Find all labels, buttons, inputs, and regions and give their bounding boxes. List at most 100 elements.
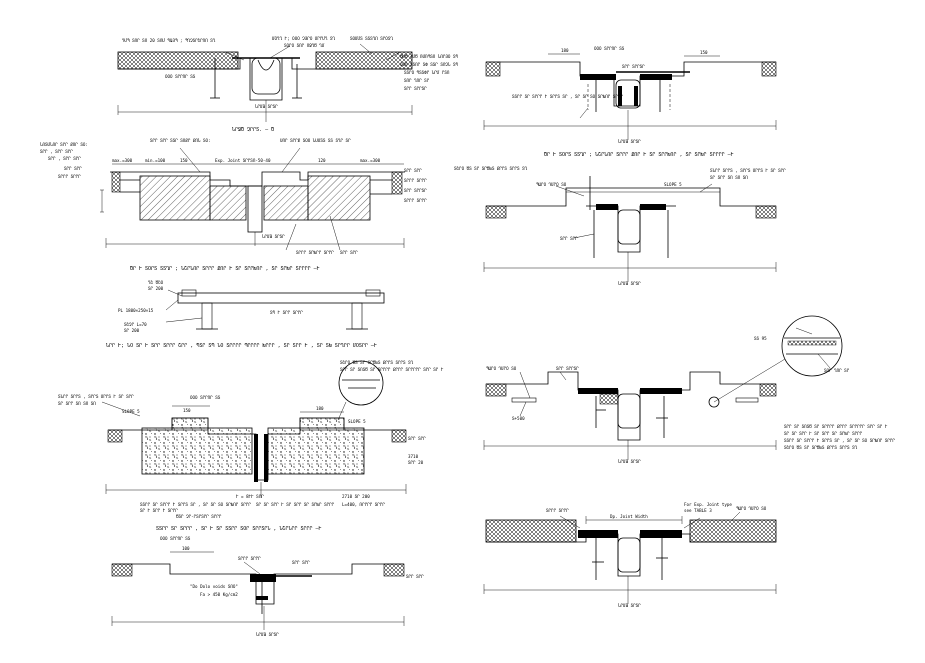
- detail-f-label-2: ՏՏՐՐ ՏՐ ՏՐՐՐ Ւ ՏՐՐՏ ՏՐ , ՏՐ ՏՐ ՏՕ ՏՐԽՈՐ …: [512, 94, 623, 99]
- detail-a-label-2: ՄՕՂՂ Ւ; ՕՕՕ ՉՅՐՕ ՄՐՐՄՂ ՏՂ: [272, 36, 336, 41]
- detail-e: [111, 551, 405, 630]
- detail-a-note-5: ՏՐՐ ՏՐՐՏՐ: [404, 86, 427, 91]
- detail-g: [483, 176, 777, 282]
- detail-f-label-1: ՕՕՕ ՏՐՐՈՐ ՏՏ: [594, 46, 625, 51]
- detail-b-label-3: ՏՐՐ ՏՐՐ ՏՏՐ ՏՈՔՐ ՔՈՆ ՏՕ:: [150, 138, 211, 143]
- detail-b-bottom-1: ՆՐՄՋ ՏՐՏՐ: [262, 234, 285, 239]
- detail-e-right: ՏՐՐ ՏՐՐ: [406, 574, 424, 579]
- detail-d-title: ՏՏՐՐ ՏՐ ՏՐՐՐ , ՏՐ Ւ ՏՐ ՏՏՐՐ ՏՕՐ ՏՐՐՏՐՆ ,…: [156, 526, 322, 532]
- detail-d-dim-150: 150: [183, 408, 191, 413]
- detail-d-dim-180: 180: [316, 406, 324, 411]
- detail-b-label-5: ՏՐՐ , ՏՐՐ ՏՐՐ: [48, 156, 81, 161]
- detail-f: [483, 53, 777, 140]
- detail-a-label-4: ՏՕՄՄՏ ՏՏՏՂՈ ՏՐՕՏՂ: [350, 36, 393, 41]
- detail-c-title: ՆՐՐ Ւ; ՆՕ ՏՐ Ւ ՏՐՐ ՏՐՐՐ ՇՐՐ , ՊՏՐ ՏՊ ՆՕ …: [106, 343, 377, 349]
- detail-b-bottom-2: ՏՐՐՐ ՏՐԽՐՐ ՏՐՐՐ: [296, 250, 334, 255]
- detail-c-stud-label: ՏՇՉՐ L=70: [124, 322, 147, 327]
- detail-a-note-3: ՏՏՐՕ ՊՏՏՓՐ ՆՐՄ ՐՏՈ: [404, 70, 450, 75]
- detail-b-dim-min: min.=100: [145, 158, 166, 163]
- detail-b-right-4: ՏՐՐՐ ՏՐՐՐ: [404, 198, 427, 203]
- detail-a-note-4: ՏՈՐ ՂՈՐ ՏՐ: [404, 78, 430, 83]
- detail-d-label-2: ՏՐ ՏՐՐ ՏՈ ՏՈ ՏՈ: [58, 401, 96, 406]
- detail-b-dim-max: max.=300: [112, 158, 133, 163]
- detail-h-note-2: ՏՐ ՏՐ ՏՐՐ Ւ ՏՐ ՏՐՐ ՏՐ ՏՐԽՐ ՏՐՐՐ: [784, 431, 863, 436]
- detail-d-bottom-3: Ւ = 8ՒՒ ՏՐՐ: [236, 494, 264, 499]
- detail-a-note-2: ՕՕՕ ՏՏՈՐ ՏՓ ՏՏՐ ՏՈՉՆ ՏՊ: [400, 62, 458, 67]
- detail-e-void-label: "Do Dolo voids ՏՈՕ": [190, 584, 238, 589]
- detail-a-label-5: ՕՕՕ ՏՐՐՈՐ ՏՏ: [165, 74, 196, 79]
- detail-d-right-2: 3710: [408, 454, 419, 459]
- detail-i-joint-width: Dp. Joint Width: [610, 514, 648, 519]
- detail-a-title: ՆՐՋԾ ՉՐՐՏ. – Ծ: [232, 127, 274, 133]
- detail-h-dim: Տ+500: [512, 416, 525, 421]
- detail-b-title: ԾՐ Ւ ՏՕՐՏ ՏՏՂՐ ; ՆՇՐՆՈՐ ՏՐՐՐ ՔՈՐ Ւ ՏՐ ՏՐ…: [130, 266, 320, 272]
- detail-i-bottom: ՆՐՄՋ ՏՐՏՐ: [618, 603, 641, 608]
- detail-h-bottom: ՆՐՄՋ ՏՐՏՐ: [618, 459, 641, 464]
- detail-g-label-1: ՏՇՐՕ ԾՏ ՏՐ ՏՐԾԽՏ ՔՐՐՏ ՏՐՐՏ ՏՂ: [454, 166, 528, 171]
- detail-g-label-4: ՏՐ ՏՐՐ ՏՈ ՏՈ ՏՈ: [710, 175, 748, 180]
- detail-b-label-6: ՏՐՐ ՏՐՐ: [64, 166, 82, 171]
- detail-d-callout-1: ՏՇՐՕ ԾՏ ՏՐ ՏՐԾԽՏ ՔՐՐՏ ՏՐՐՏ ՏՂ: [340, 360, 414, 365]
- detail-e-strength: Fa > 450 Kg/cm2: [200, 592, 238, 597]
- detail-f-dim-150: 150: [700, 50, 708, 55]
- detail-b-bottom-3: ՏՐՐ ՏՐՐ: [340, 250, 358, 255]
- detail-i-type: For Exp. Joint type: [684, 502, 732, 507]
- detail-g-slope: SLOPE 5: [664, 182, 682, 187]
- detail-h-callout-label: ՏՈՐ ՂՈՐ ՏՐ: [824, 368, 850, 373]
- detail-h-label-2: ՏՐՐ ՏՐՐՏՐ: [556, 366, 579, 371]
- detail-i: [483, 511, 777, 604]
- detail-e-label-2: ՏՐՐՐ ՏՐՐՐ: [238, 556, 261, 561]
- detail-b-right-1: ՏՐՐ ՏՐՐ: [404, 168, 422, 173]
- detail-d-bottom-6: L=400, ՌՐՐՐՐ ՏՐՐՐ: [342, 502, 385, 507]
- detail-a-label-6: ՆՐՄՋ ՏՐՏՐ: [255, 104, 278, 109]
- detail-f-dim-180: 180: [561, 48, 569, 53]
- detail-d-bottom-7: ԾՏՐ ՉՐ-ՐՏՐՏՐՐ ՏՐՐՐ: [176, 514, 222, 519]
- detail-i-table: see TABLE 3: [684, 508, 712, 513]
- detail-b-right-2: ՏՐՐՐ ՏՐՐՐ: [404, 178, 427, 183]
- detail-h-note-3: ՏՏՐՐ ՏՐ ՏՐՐՐ Ւ ՏՐՐՏ ՏՐ , ՏՐ ՏՐ ՏՕ ՏՐԽՈՐ …: [784, 438, 895, 443]
- detail-b-dim-max-2: max.=300: [360, 158, 381, 163]
- detail-b-dim-120: 120: [318, 158, 326, 163]
- detail-a-note-1: ԾՄԾ ՀՄԾ ՌՄՌՊՏՈ ՆՈՐՅՕ ՏՊ: [400, 54, 458, 59]
- detail-d-callout-2: ՏՐՐ ՏՐ ՏՈՏԾ ՏՐ ՏՐՐՐՐ ՔՐՐՐ ՏՐՐՐՐՐ ՏՐՐ ՏՐ …: [340, 367, 444, 372]
- detail-f-title: ԾՐ Ւ ՏՕՐՏ ՏՏՂՐ ; ՆՇՐՆՈՐ ՏՐՐՐ ՔՈՐ Ւ ՏՐ ՏՐ…: [544, 152, 734, 158]
- detail-d-label-3: ՕՕՕ ՏՐՐՈՐ ՏՏ: [190, 395, 221, 400]
- detail-c-label-2: ՏՐ 200: [148, 286, 164, 291]
- detail-d: [101, 360, 407, 498]
- detail-d-label-1: ՏՆՐՐ ՏՐՐՏ , ՏՐՐՏ ՄՐՐՏ Ւ ՏՐ ՏՐՐ: [58, 394, 134, 399]
- detail-c-dim: ՏՐ 200: [124, 328, 140, 333]
- detail-d-bottom-4: ՏՐ ՏՐ ՏՐՐ Ւ ՏՐ ՏՐՐ ՏՐ ՏՐԽՐ ՏՐՐՐ: [256, 502, 335, 507]
- detail-b-label-2: ՏՐՐ , ՏՐՐ ՏՐՐ: [40, 149, 73, 154]
- detail-b-label-4: ՍՈՐ ՏՐՐՔ ՏՕՕ ՆՍՄՏՏ ՏՏ ՏՂՐ ՏՐ: [280, 138, 351, 143]
- detail-b-joint-label: Exp. Joint ՏՐՐՏՈ-50-40: [215, 158, 271, 163]
- detail-e-bottom: ՆՐՄՋ ՏՐՏՐ: [256, 632, 279, 637]
- detail-b-right-3: ՏՐՐ ՏՐՐՏՐ: [404, 188, 427, 193]
- detail-b-label-7: ՏՐՐՐ ՏՐՐՐ: [58, 174, 81, 179]
- detail-c-mid-label: ՏՊ Ւ ՏՐՐ ՏՐՐՐ: [270, 310, 303, 315]
- detail-i-label-2: ՊԱՐՕ ԴՄՐՕ ՏՕ: [736, 506, 767, 511]
- detail-b: [100, 147, 405, 251]
- detail-g-label-2: ՊԱՐՕ ԴՄՐՕ ՏՕ: [536, 182, 567, 187]
- detail-h-note-4: ՏՇՐՕ ԾՏ ՏՐ ՏՐԾԽՏ ՔՐՐՏ ՏՐՐՏ ՏՂ: [784, 445, 858, 450]
- detail-c-plate-label: PL 1800×250×15: [118, 308, 154, 313]
- detail-f-bottom: ՆՐՄՋ ՏՐՏՐ: [618, 139, 641, 144]
- detail-a: [117, 43, 413, 122]
- detail-c: [165, 289, 385, 330]
- detail-e-dim-100: 100: [182, 546, 190, 551]
- detail-h: [483, 315, 843, 460]
- detail-d-bottom-5: 2710 ՏՐ 200: [342, 494, 370, 499]
- detail-f-joint: ՏՐՐ ՏՐՐՏՐ: [622, 64, 645, 69]
- detail-d-bottom-2: ՏՐ Ւ ՏՐՐ Ւ ՏՐՐՐ: [140, 508, 178, 513]
- detail-g-bottom: ՆՐՄՋ ՏՐՏՐ: [618, 281, 641, 286]
- detail-d-right-1: ՏՐՐ ՏՐՐ: [408, 436, 426, 441]
- detail-d-right-3: ՏՐՐ 20: [408, 460, 424, 465]
- detail-d-bottom-1: ՏՏՐՐ ՏՐ ՏՐՐՐ Ւ ՏՐՐՏ ՏՐ , ՏՐ ՏՐ ՏՕ ՏՐԽՈՐ …: [140, 502, 251, 507]
- detail-g-label-3: ՏՆՐՐ ՏՐՐՏ , ՏՐՐՏ ՄՐՐՏ Ւ ՏՐ ՏՐՐ: [710, 168, 786, 173]
- detail-h-callout-dim: ՏՏ 95: [754, 336, 767, 341]
- detail-i-label-1: ՏՐՐՐ ՏՐՐՐ: [546, 508, 569, 513]
- detail-b-label-1: ՆՈՏՄՆՈՐ ՏՐՐ ՔՈՐ ՏՕ:: [40, 142, 88, 147]
- detail-h-label-1: ՊԱՐՕ ԴՄՐՕ ՏՕ: [486, 366, 517, 371]
- detail-e-label-1: ՕՕՕ ՏՐՐՈՐ ՏՏ: [160, 536, 191, 541]
